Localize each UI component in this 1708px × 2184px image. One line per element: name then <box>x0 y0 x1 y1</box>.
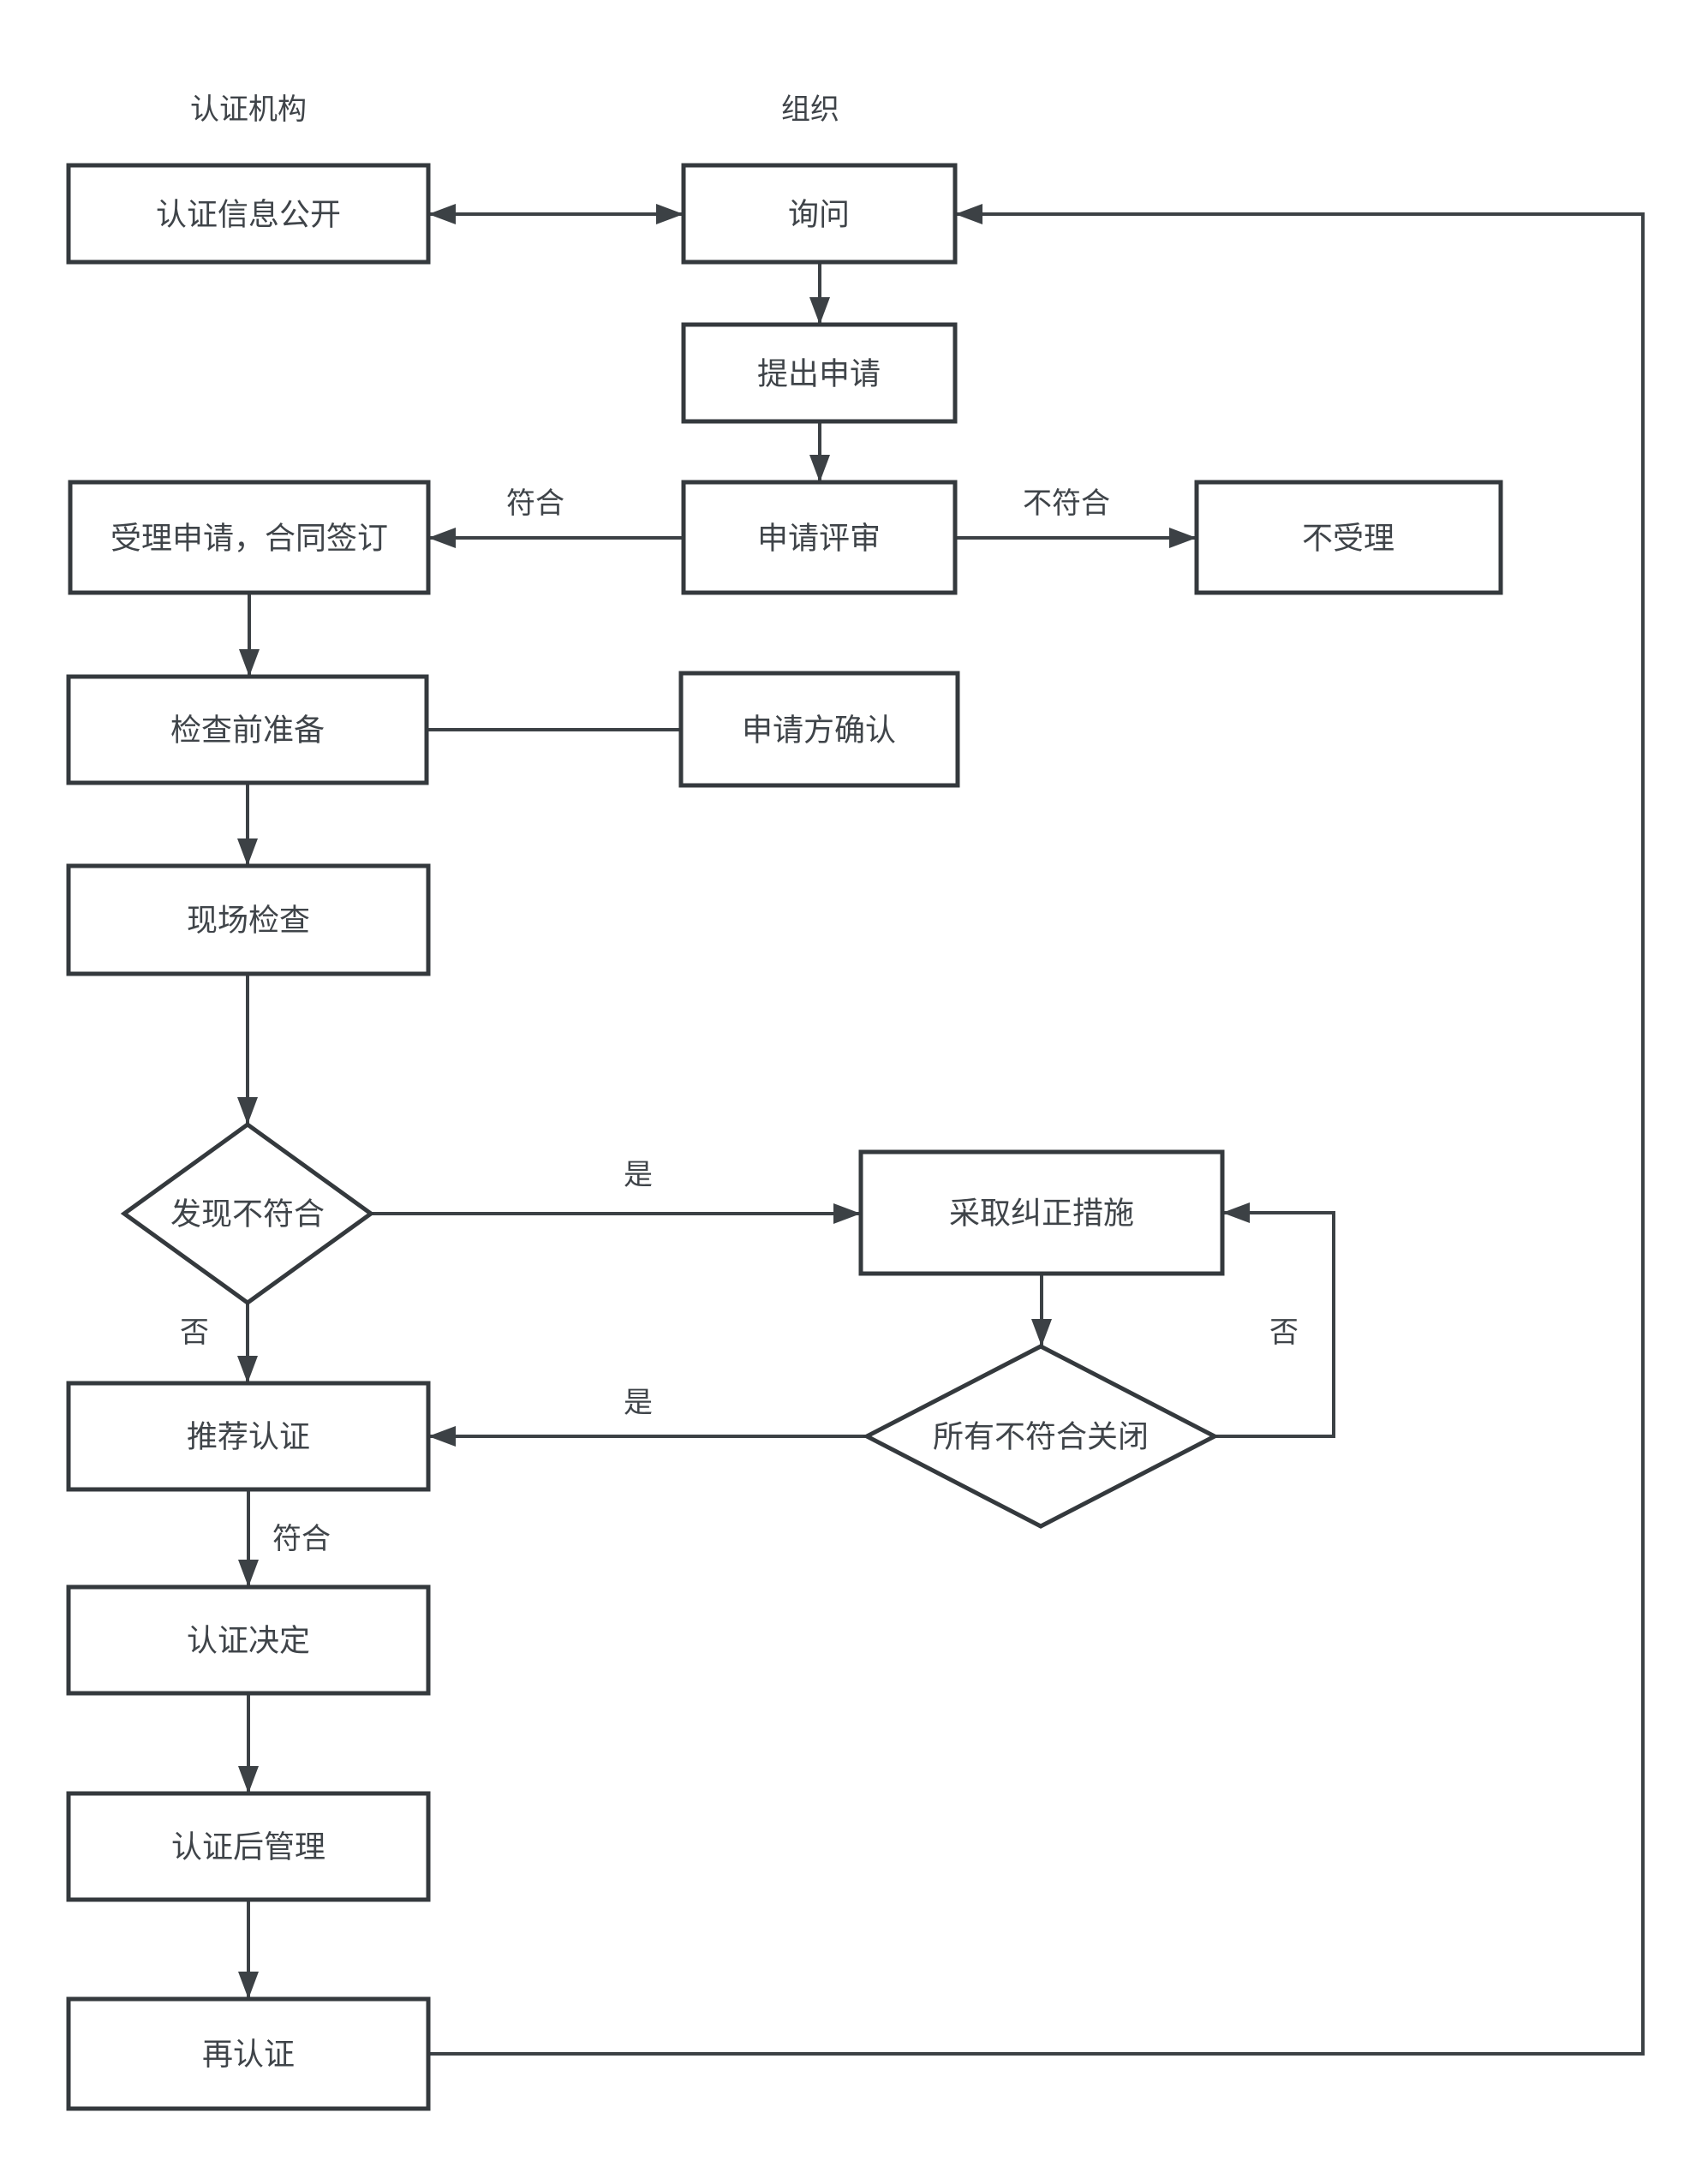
node-tichu-shenqing: 提出申请 <box>681 322 958 424</box>
node-xianchang-jiancha: 现场检查 <box>66 863 431 976</box>
label-bufuhe-pingshen: 不符合 <box>1023 487 1110 520</box>
label-fuhe-tuijian: 符合 <box>272 1523 331 1555</box>
node-label-caiqu-jiuzheng-cuoshi: 采取纠正措施 <box>949 1196 1134 1231</box>
node-label-zai-renzheng: 再认证 <box>202 2037 295 2072</box>
node-label-bu-shouli: 不受理 <box>1302 521 1394 556</box>
node-label-renzheng-jueding: 认证决定 <box>187 1623 310 1658</box>
lane-header-certification-body: 认证机构 <box>190 93 307 126</box>
node-bu-shouli: 不受理 <box>1194 480 1503 595</box>
node-shenqingfang-queren: 申请方确认 <box>678 671 960 788</box>
node-jiancha-qian-zhunbei: 检查前准备 <box>66 674 429 785</box>
label-shi-faxian: 是 <box>624 1159 653 1191</box>
node-zai-renzheng: 再认证 <box>66 1996 431 2111</box>
edge-guanbi-loop-to-caiqu <box>1215 1202 1335 1438</box>
node-renzheng-hou-guanli: 认证后管理 <box>66 1791 431 1902</box>
label-shi-guanbi: 是 <box>624 1387 653 1419</box>
edge-zairenzheng-loop-to-xunwen <box>428 204 1645 2056</box>
node-label-tuijian-renzheng: 推荐认证 <box>187 1419 310 1454</box>
node-label-xunwen: 询问 <box>788 197 850 232</box>
node-tuijian-renzheng: 推荐认证 <box>66 1381 431 1492</box>
node-label-faxian-bufuhe: 发现不符合 <box>170 1196 325 1232</box>
node-shenqing-pingshen: 申请评审 <box>681 480 958 595</box>
node-label-renzheng-hou-guanli: 认证后管理 <box>171 1829 325 1865</box>
node-label-suoyou-bufuhe-guanbi: 所有不符合关闭 <box>933 1419 1149 1454</box>
node-label-shenqing-pingshen: 申请评审 <box>757 521 881 556</box>
node-label-renzheng-xinxi-gongkai: 认证信息公开 <box>156 197 341 232</box>
label-fuhe-pingshen: 符合 <box>506 487 564 520</box>
node-renzheng-xinxi-gongkai: 认证信息公开 <box>66 163 431 265</box>
node-shouli-shenqing: 受理申请，合同签订 <box>68 480 431 595</box>
node-label-xianchang-jiancha: 现场检查 <box>187 903 310 938</box>
label-fou-faxian: 否 <box>180 1316 209 1349</box>
node-faxian-bufuhe: 发现不符合 <box>120 1121 375 1306</box>
edges <box>237 204 1645 2056</box>
node-xunwen: 询问 <box>681 163 958 265</box>
edge-labels: 符合 不符合 是 否 是 否 符合 <box>180 487 1299 1555</box>
node-suoyou-bufuhe-guanbi: 所有不符合关闭 <box>862 1344 1220 1529</box>
node-caiqu-jiuzheng-cuoshi: 采取纠正措施 <box>858 1149 1225 1276</box>
node-label-tichu-shenqing: 提出申请 <box>757 356 881 391</box>
lane-header-organization: 组织 <box>781 93 839 126</box>
label-fou-guanbi: 否 <box>1269 1316 1299 1349</box>
node-label-jiancha-qian-zhunbei: 检查前准备 <box>170 713 325 748</box>
node-label-shouli-shenqing: 受理申请，合同签订 <box>110 521 388 556</box>
node-label-shenqingfang-queren: 申请方确认 <box>742 713 896 748</box>
node-renzheng-jueding: 认证决定 <box>66 1584 431 1696</box>
